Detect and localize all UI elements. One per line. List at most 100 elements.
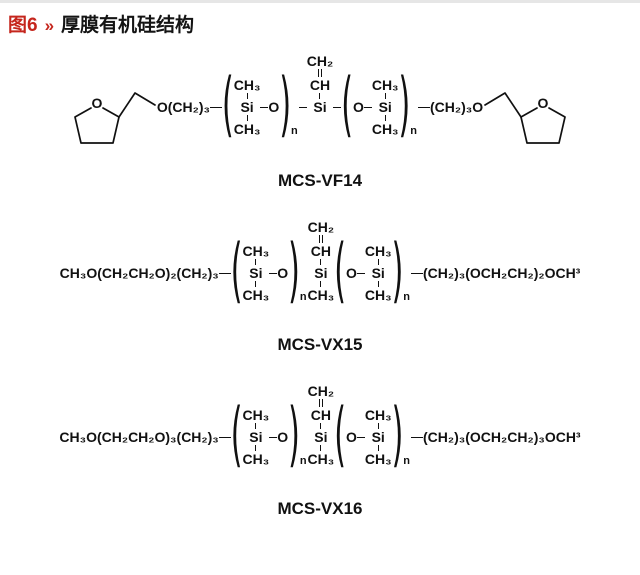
linker-bond (484, 92, 522, 118)
bond-vertical (384, 115, 386, 121)
vinyl-ch2: CH₂ (307, 219, 335, 235)
bond-horizontal (356, 436, 365, 438)
open-paren: ( (341, 64, 353, 147)
methyl-bottom: CH₃ (242, 287, 270, 303)
right-chain: (CH₂)₃O (429, 99, 484, 115)
repeat-subscript: n (410, 125, 417, 137)
silicon-atom: Si (378, 99, 392, 115)
open-paren: ( (230, 230, 243, 313)
dimethyl-si-unit: CH₃ Si CH₃ (243, 407, 270, 467)
methyl-bottom: CH₃ (307, 451, 335, 467)
siloxane-repeat-right: ( O CH₃ Si CH₃ ) n (334, 237, 411, 308)
vinyl-ch: CH (310, 407, 332, 423)
vinyl-ch2: CH₂ (306, 53, 334, 69)
structure-mcs-vf14: O O(CH₂)₃ ( CH₃ Si CH₃ O ) n (0, 51, 640, 191)
dimethyl-si-unit: CH₃ Si CH₃ (365, 243, 392, 303)
methyl-bottom: CH₃ (371, 121, 399, 137)
bond-double (318, 235, 323, 243)
siloxane-repeat-left: ( CH₃ Si CH₃ O ) n (222, 71, 299, 142)
silicon-atom: Si (249, 265, 263, 281)
vinyl-ch2: CH₂ (307, 383, 335, 399)
bond-horizontal (411, 436, 424, 438)
bond-vertical (377, 281, 379, 287)
bond-vertical (255, 445, 257, 451)
bond-vertical (255, 423, 257, 429)
close-paren: ) (288, 230, 300, 313)
bond-horizontal (218, 436, 231, 438)
ring-bonds (74, 107, 120, 144)
bond-horizontal (411, 272, 424, 274)
figure-title: 厚膜有机硅结构 (61, 15, 195, 36)
repeat-subscript: n (299, 455, 307, 467)
ring-bonds (520, 107, 566, 144)
bond-vertical (246, 93, 248, 99)
methyl-bottom: CH₃ (364, 451, 392, 467)
bond-vertical (320, 259, 322, 265)
bond-horizontal (333, 106, 342, 108)
methyl-top: CH₃ (364, 407, 392, 423)
silicon-atom: Si (314, 265, 328, 281)
dimethyl-si-unit: CH₃ Si CH₃ (372, 77, 399, 137)
close-paren: ) (391, 394, 404, 477)
bond-vertical (246, 115, 248, 121)
bond-vertical (319, 93, 321, 99)
linker-bond (118, 92, 156, 118)
methyl-top: CH₃ (242, 243, 270, 259)
methyl-top: CH₃ (364, 243, 392, 259)
close-paren: ) (391, 230, 404, 313)
vinyl-ch: CH (309, 77, 331, 93)
figure-separator: » (44, 16, 55, 35)
bond-vertical (320, 281, 322, 287)
siloxane-repeat-left: ( CH₃ Si CH₃ O ) n (231, 237, 308, 308)
thf-ring-right-icon: O (484, 92, 566, 144)
methyl-top: CH₃ (242, 407, 270, 423)
structure-mcs-vx15: CH₃O(CH₂CH₂O)₂(CH₂)₃ ( CH₃ Si CH₃ O ) n … (0, 219, 640, 355)
structure-diagram: CH₃O(CH₂CH₂O)₂(CH₂)₃ ( CH₃ Si CH₃ O ) n … (60, 219, 581, 327)
silicon-atom: Si (371, 429, 385, 445)
methyl-top: CH₃ (233, 77, 261, 93)
figure-number: 图6 (8, 15, 38, 36)
oxygen-atom: O (345, 265, 357, 281)
bond-horizontal (356, 272, 365, 274)
silicon-atom: Si (313, 99, 327, 115)
bond-vertical (320, 445, 322, 451)
repeat-subscript: n (299, 291, 307, 303)
methyl-bottom: CH₃ (233, 121, 261, 137)
structure-label: MCS-VX15 (277, 335, 363, 354)
silicon-atom: Si (371, 265, 385, 281)
methyl-bottom: CH₃ (364, 287, 392, 303)
vinyl-si-unit: CH₂ CH Si (307, 53, 333, 161)
bond-horizontal (269, 436, 278, 438)
bond-horizontal (269, 272, 278, 274)
methyl-top: CH₃ (371, 77, 399, 93)
repeat-subscript: n (403, 455, 411, 467)
bond-horizontal (417, 106, 430, 108)
vinyl-si-unit: CH₂ CH Si CH₃ (308, 383, 335, 491)
dimethyl-si-unit: CH₃ Si CH₃ (234, 77, 261, 137)
structure-label: MCS-VX16 (277, 499, 363, 518)
left-chain: CH₃O(CH₂CH₂O)₂(CH₂)₃ (59, 265, 219, 281)
bond-horizontal (363, 106, 372, 108)
bond-vertical (377, 259, 379, 265)
dimethyl-si-unit: CH₃ Si CH₃ (243, 243, 270, 303)
oxygen-atom: O (345, 429, 357, 445)
bond-vertical (384, 93, 386, 99)
silicon-atom: Si (240, 99, 254, 115)
bond-horizontal (260, 106, 269, 108)
figure-header: 图6 » 厚膜有机硅结构 (0, 10, 640, 37)
methyl-bottom: CH₃ (242, 451, 270, 467)
oxygen-atom: O (268, 99, 280, 115)
open-paren: ( (230, 394, 243, 477)
close-paren: ) (288, 394, 300, 477)
close-paren: ) (398, 64, 411, 147)
repeat-subscript: n (291, 125, 298, 137)
structure-mcs-vx16: CH₃O(CH₂CH₂O)₃(CH₂)₃ ( CH₃ Si CH₃ O ) n … (0, 383, 640, 519)
structure-diagram: CH₃O(CH₂CH₂O)₃(CH₂)₃ ( CH₃ Si CH₃ O ) n … (59, 383, 580, 491)
bond-vertical (255, 281, 257, 287)
structure-diagram: O O(CH₂)₃ ( CH₃ Si CH₃ O ) n (69, 51, 571, 163)
right-chain: (CH₂)₃(OCH₂CH₂)₃OCH³ (423, 429, 581, 445)
vinyl-ch: CH (310, 243, 332, 259)
oxygen-atom: O (277, 265, 289, 281)
repeat-subscript: n (403, 291, 411, 303)
